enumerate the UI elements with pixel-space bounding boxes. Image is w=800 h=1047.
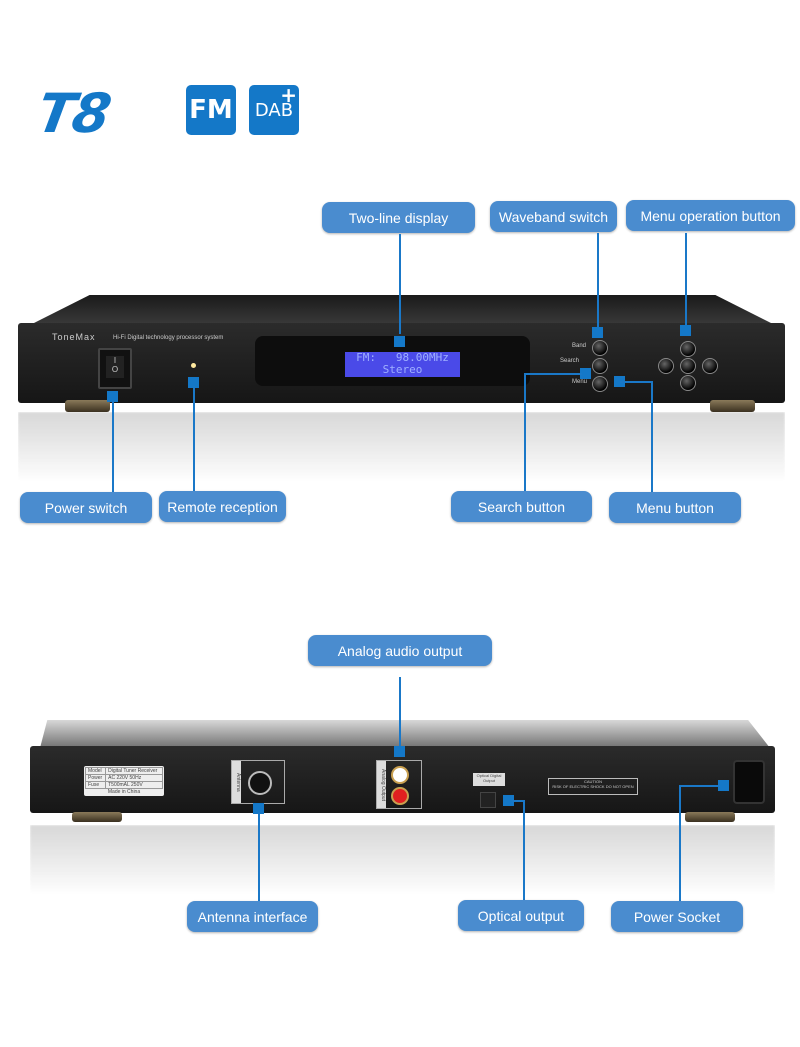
spec-fuse: T500mAL 250V (105, 781, 163, 789)
rear-lid (40, 720, 770, 748)
search-button[interactable] (592, 358, 608, 374)
display-line-1: FM: 98.00MHz (356, 351, 449, 364)
spec-power: AC 220V 50Hz (105, 774, 163, 782)
callout-waveband-switch: Waveband switch (490, 201, 617, 232)
rear-foot-right (685, 812, 735, 822)
spec-model-key: Model (84, 767, 107, 775)
callout-remote-reception: Remote reception (159, 491, 286, 522)
plus-icon: + (280, 83, 297, 107)
made-in: Made in China (107, 789, 141, 795)
dab-text: DAB (254, 99, 294, 121)
front-reflection (18, 412, 785, 482)
rear-reflection (30, 825, 775, 895)
tagline-text: Hi-Fi Digital technology processor syste… (113, 335, 224, 341)
band-label: Band (572, 343, 587, 349)
brand-text: ToneMax (52, 332, 96, 342)
right-button[interactable] (702, 358, 718, 374)
front-foot-right (710, 400, 755, 412)
spec-model: Digital Tuner Receiver (105, 767, 163, 775)
audio-plate-label: Analog Output (377, 761, 386, 808)
spec-power-key: Power (84, 774, 107, 782)
up-button[interactable] (680, 341, 696, 357)
ok-button[interactable] (680, 358, 696, 374)
front-lid (30, 295, 775, 325)
callout-optical-output: Optical output (458, 900, 584, 931)
callout-menu-button: Menu button (609, 492, 741, 523)
menu-label: Menu (572, 379, 588, 385)
front-foot-left (65, 400, 110, 412)
callout-antenna-interface: Antenna interface (187, 901, 318, 932)
spec-fuse-key: Fuse (84, 781, 107, 789)
rear-foot-left (72, 812, 122, 822)
callout-two-line-display: Two-line display (322, 202, 475, 233)
antenna-plate-label: Antenna (232, 761, 241, 803)
power-socket (733, 760, 765, 804)
optical-plate: Optical Digital Output (473, 773, 505, 786)
menu-button[interactable] (592, 376, 608, 392)
band-button[interactable] (592, 340, 608, 356)
down-button[interactable] (680, 375, 696, 391)
dab-plus-badge: DAB+ (249, 83, 299, 135)
callout-power-socket: Power Socket (611, 901, 743, 932)
callout-menu-operation-button: Menu operation button (626, 200, 795, 231)
caution-text: RISK OF ELECTRIC SHOCK DO NOT OPEN (552, 784, 634, 789)
search-label: Search (560, 358, 580, 364)
optical-port (480, 792, 496, 808)
remote-sensor (191, 363, 196, 368)
callout-analog-audio-output: Analog audio output (308, 635, 492, 666)
callout-power-switch: Power switch (20, 492, 152, 523)
callout-search-button: Search button (451, 491, 592, 522)
fm-badge: FM (186, 85, 236, 135)
antenna-plate: Antenna (231, 760, 285, 804)
caution-title: CAUTION (584, 779, 602, 784)
left-button[interactable] (658, 358, 674, 374)
audio-plate: Analog Output (376, 760, 422, 809)
display-line-2: Stereo (382, 363, 423, 376)
